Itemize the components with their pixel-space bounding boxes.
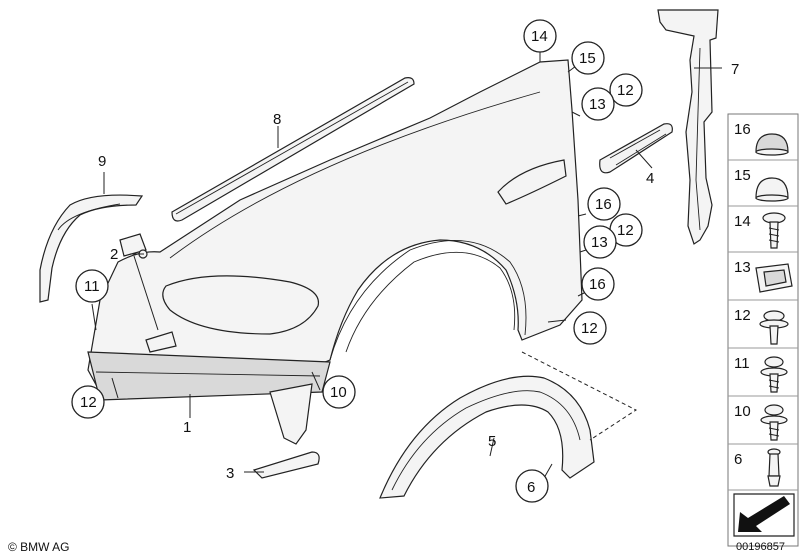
svg-text:9: 9	[98, 153, 106, 170]
wheel-flare-part	[379, 351, 637, 499]
svg-text:12: 12	[734, 307, 751, 324]
fastener-legend: 16 15 14 13 12 11 10 6	[727, 113, 799, 547]
svg-text:2: 2	[110, 246, 118, 263]
callout-5: 5	[488, 433, 496, 450]
svg-text:4: 4	[646, 170, 654, 187]
svg-text:16: 16	[734, 121, 751, 138]
svg-text:6: 6	[527, 479, 535, 496]
screw-icon	[762, 212, 786, 249]
callout-12-a: 12	[71, 385, 105, 419]
svg-text:14: 14	[531, 28, 548, 45]
clip-nut-icon	[755, 263, 793, 293]
svg-text:14: 14	[734, 213, 751, 230]
svg-text:10: 10	[734, 403, 751, 420]
svg-text:1: 1	[183, 419, 191, 436]
callout-11: 11	[75, 269, 109, 303]
callout-1: 1	[183, 419, 191, 436]
svg-text:16: 16	[589, 276, 606, 293]
svg-text:16: 16	[595, 196, 612, 213]
svg-text:12: 12	[617, 222, 634, 239]
leader-lines	[91, 50, 722, 479]
svg-text:13: 13	[591, 234, 608, 251]
svg-text:15: 15	[579, 50, 596, 67]
callout-6: 6	[515, 469, 549, 503]
lower-trim-part	[252, 451, 320, 479]
svg-text:10: 10	[330, 384, 347, 401]
svg-text:15: 15	[734, 167, 751, 184]
diagram-id-text: 00196857	[736, 541, 785, 553]
washer-screw-icon	[760, 356, 788, 393]
svg-text:5: 5	[488, 433, 496, 450]
callout-13-a: 13	[581, 87, 615, 121]
flange-screw-icon	[760, 404, 788, 441]
callout-13-b: 13	[583, 225, 617, 259]
callout-12-b: 12	[609, 73, 643, 107]
svg-text:11: 11	[84, 278, 100, 295]
callout-15: 15	[571, 41, 605, 75]
callout-16-a: 16	[587, 187, 621, 221]
push-rivet-icon	[767, 448, 781, 487]
callout-8: 8	[273, 111, 281, 128]
trim-strip-part	[171, 77, 415, 222]
copyright-text: © BMW AG	[8, 540, 70, 554]
callout-2: 2	[110, 246, 118, 263]
direction-arrow-icon	[733, 493, 795, 537]
callout-12-d: 12	[573, 311, 607, 345]
callout-9: 9	[98, 153, 106, 170]
callout-14: 14	[523, 19, 557, 53]
svg-text:12: 12	[581, 320, 598, 337]
svg-text:12: 12	[617, 82, 634, 99]
dome-cap-icon	[755, 177, 789, 202]
svg-text:3: 3	[226, 465, 234, 482]
svg-text:12: 12	[80, 394, 97, 411]
washer-cover-part	[119, 233, 177, 353]
side-marker-part	[599, 123, 673, 174]
callout-7: 7	[731, 61, 739, 78]
svg-text:8: 8	[273, 111, 281, 128]
svg-text:7: 7	[731, 61, 739, 78]
callout-10: 10	[322, 375, 356, 409]
bracket-part	[39, 194, 144, 303]
svg-text:13: 13	[734, 259, 751, 276]
callout-16-b: 16	[581, 267, 615, 301]
svg-text:13: 13	[589, 96, 606, 113]
callout-4: 4	[646, 170, 654, 187]
fender-part	[87, 59, 583, 445]
callout-3: 3	[226, 465, 234, 482]
collar-screw-icon	[759, 310, 789, 345]
svg-text:11: 11	[734, 355, 750, 372]
svg-text:6: 6	[734, 451, 742, 468]
cap-nut-icon	[755, 133, 789, 156]
